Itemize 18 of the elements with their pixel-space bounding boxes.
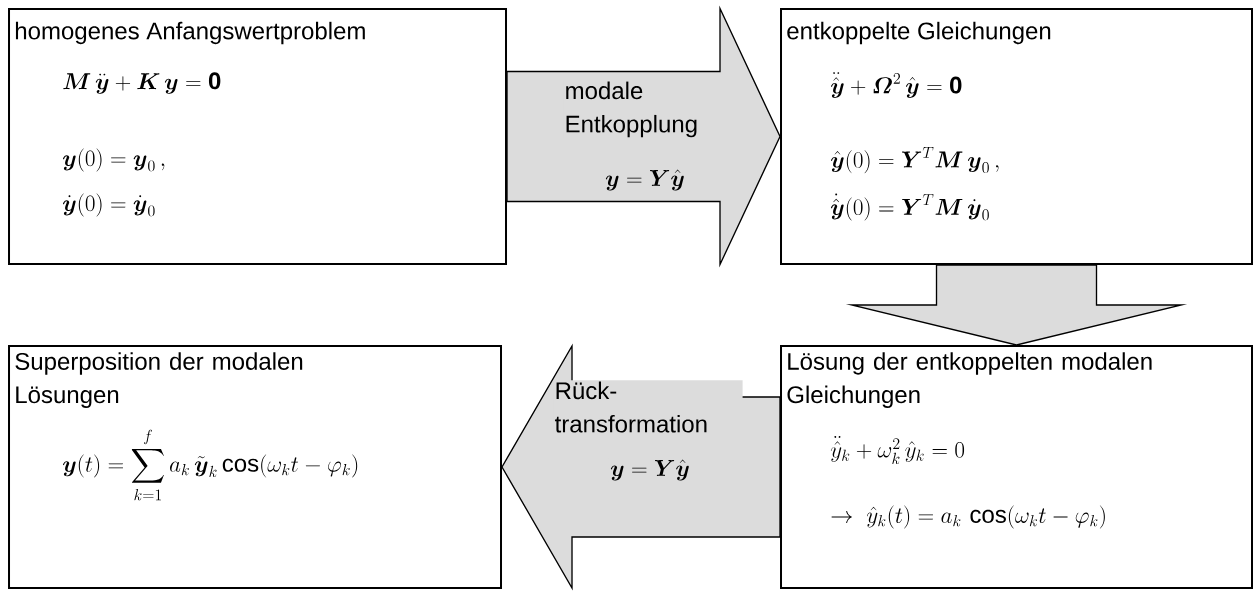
formula: $\boldsymbol{y}(0) = \boldsymbol{y}_0\,,$ [63,148,165,172]
formula: $\boldsymbol{y}(t) = \sum_{k=1}^{f} a_k\,\tilde{\boldsymbol{y}}_k\cos(\omega_k t - \varphi_k)$ [63,429,358,501]
formula: $\boldsymbol{M}\,\ddot{\boldsymbol{y}} + \boldsymbol{K}\,\boldsymbol{y} = \mathbf{0}$ [63,72,221,94]
formula: $\boldsymbol{y} = \boldsymbol{Y}\hat{\boldsymbol{y}}$ [610,459,689,481]
formula: $\ddot{\hat{y}}_k + \omega_k^2\,\hat{y}_k = 0$ [830,436,965,465]
process-box: Superposition der modalen Lösungen $\boldsymbol{y}(t) = \sum_{k=1}^{f} a_k\,\tilde{\boldsymbol{y}}_k\cos(\omega_k t - \varphi_k)$ [8,345,502,589]
formula: $\rightarrow\ \hat{y}_k(t) = a_k\,\cos(\omega_k t - \varphi_k)$ [831,505,1105,529]
edge-label: Rück- transformation [554,381,707,433]
formula: $\hat{\boldsymbol{y}}(0) = \boldsymbol{Y}^T\boldsymbol{M}\,\boldsymbol{y}_0\,,$ [831,146,999,174]
formula: $\boldsymbol{y} = \boldsymbol{Y}\hat{\boldsymbol{y}}$ [605,169,684,191]
process-box: Lösung der entkoppelten modalen Gleichungen $\ddot{\hat{y}}_k + \omega_k^2\,\hat{y}_k = 0$ $\rightarrow\ \hat{y}_k(t) = a_k\,\cos(\omega_k t - \varphi_k)$ [780,345,1253,589]
edge-label: modale Entkopplung [566,81,697,138]
formula: $\dot{\hat{\boldsymbol{y}}}(0) = \boldsymbol{Y}^T\boldsymbol{M}\,\dot{\boldsymbol{y}}_0$ [831,193,989,221]
block-arrow [845,264,1188,346]
process-box: entkoppelte Gleichungen $\ddot{\hat{\boldsymbol{y}}} + \boldsymbol{\varOmega}^2\,\hat{\boldsymbol{y}} = \mathbf{0}$ $\hat{\boldsymbol{y}}(0) = \boldsymbol{Y}^T\boldsymbol{M}\,\boldsymbol{y}_0\,,$ $\dot{\hat{\boldsymbol{y}}}(0) = \boldsymbol{Y}^T\boldsymbol{M}\,\dot{\boldsymbol{y}}_0$ [780,8,1253,265]
formula: $\dot{\boldsymbol{y}}(0) = \dot{\boldsymbol{y}}_0$ [63,193,155,217]
process-box: homogenes Anfangswertproblem $\boldsymbol{M}\,\ddot{\boldsymbol{y}} + \boldsymbol{K}\,\boldsymbol{y} = \mathbf{0}$ $\boldsymbol{y}(0) = \boldsymbol{y}_0\,,$ $\dot{\boldsymbol{y}}(0) = \dot{\boldsymbol{y}}_0$ [8,8,507,265]
formula: $\ddot{\hat{\boldsymbol{y}}} + \boldsymbol{\varOmega}^2\,\hat{\boldsymbol{y}} = \mathbf{0}$ [831,72,962,98]
